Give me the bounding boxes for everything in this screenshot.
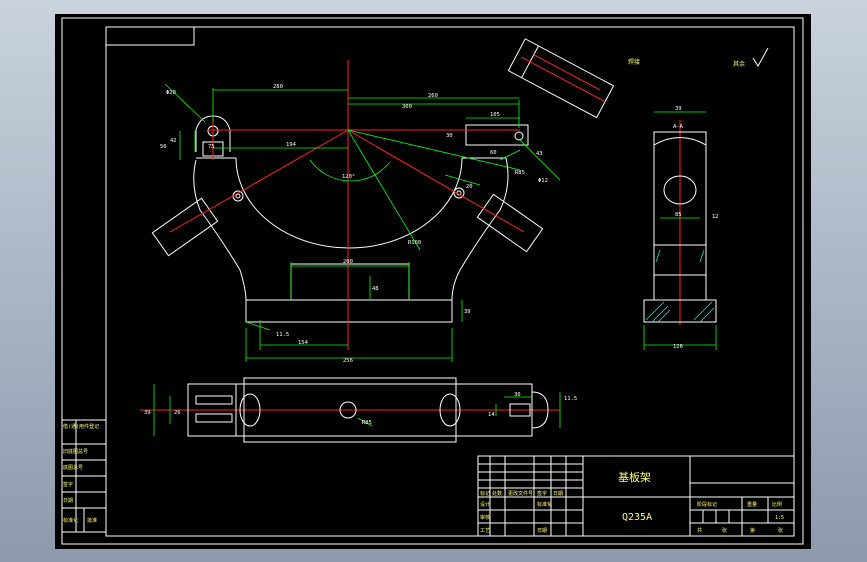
tb-header-count: 处数 (492, 490, 502, 497)
left-col-label-7: 批准 (87, 517, 97, 524)
dim-r85: R85 (515, 170, 525, 176)
inner-frame (105, 26, 795, 537)
weld-detail (507, 38, 615, 119)
outer-frame (61, 17, 804, 545)
tb-header-doc: 更改文件号 (508, 490, 533, 497)
dim-194: 194 (286, 142, 297, 148)
left-col-label-6: 标准化 (63, 517, 78, 524)
dim-plan-11: 11.5 (564, 396, 577, 402)
dim-200: 200 (343, 259, 353, 265)
tb-sheet-unit2: 张 (778, 527, 783, 534)
dim-260: 260 (428, 93, 438, 99)
dim-120deg: 120° (342, 174, 355, 180)
left-column-table (61, 419, 107, 533)
tb-stage-mark: 阶段标记 (697, 501, 717, 508)
dim-r160: R160 (408, 240, 421, 246)
dim-43: 43 (536, 151, 543, 157)
dim-plan-14: 14 (488, 412, 495, 418)
tb-sheet-total: 共 (697, 527, 702, 534)
tb-row-design: 设计 (480, 501, 490, 508)
left-col-label-3: 底图总号 (63, 464, 83, 471)
dim-85: 85 (675, 212, 682, 218)
plan-view (153, 377, 561, 443)
surface-roughness-note: 其余 (733, 47, 769, 68)
code-box (105, 26, 195, 46)
dim-56: 56 (160, 144, 167, 150)
dim-12: 12 (712, 214, 719, 220)
left-col-label-5: 日期 (63, 498, 73, 504)
left-col-label-1: 借(通)用件登记 (63, 423, 99, 430)
dim-39: 39 (464, 309, 471, 315)
title-block (477, 455, 795, 537)
dim-105: 105 (490, 112, 500, 118)
tb-row-standard: 标准化 (537, 501, 552, 508)
dim-280: 280 (273, 84, 283, 90)
sheet-background (55, 14, 811, 549)
left-col-label-4: 签字 (63, 481, 73, 488)
dim-plan-26: 26 (174, 410, 181, 416)
tb-weight: 重量 (747, 501, 757, 508)
dim-300: 300 (402, 104, 412, 110)
dim-11: 11.5 (276, 332, 289, 338)
tb-row-review: 审核 (480, 514, 490, 521)
dim-plan-r85: R85 (362, 420, 372, 426)
tb-row-process: 工艺 (480, 528, 490, 534)
dim-20: 20 (466, 184, 473, 190)
tb-header-mark: 标记 (480, 490, 490, 497)
dim-75: 75 (208, 144, 215, 150)
dim-48: 48 (372, 286, 379, 292)
tb-sheet-unit1: 张 (722, 527, 727, 534)
dim-side-39: 39 (675, 106, 682, 112)
dim-60: 60 (490, 150, 497, 156)
dim-42: 42 (170, 138, 177, 144)
dim-plan-39: 39 (144, 410, 151, 416)
material-label: Q235A (622, 512, 652, 523)
dim-plan-30: 30 (514, 392, 521, 398)
drawing-title: 基板架 (618, 470, 651, 484)
tb-sheet-no: 第 (750, 527, 755, 534)
dim-126: 126 (673, 344, 683, 350)
tb-scale-label: 比例 (772, 501, 782, 508)
side-view (643, 111, 717, 350)
dim-154: 154 (298, 340, 309, 346)
dim-phi12: Φ12 (538, 178, 548, 184)
centerlines (140, 60, 681, 411)
section-label: A-A (673, 124, 684, 130)
dimension-lines (164, 83, 561, 362)
left-col-label-2: 旧底图总号 (63, 448, 88, 455)
tb-scale-value: 1:5 (775, 515, 784, 521)
tb-row-date: 日期 (537, 528, 547, 534)
svg-text:其余: 其余 (733, 60, 745, 68)
dim-30: 30 (446, 133, 453, 139)
dim-256: 256 (343, 358, 353, 364)
tb-header-date: 日期 (553, 491, 563, 497)
tb-header-sign: 签字 (537, 490, 547, 497)
dim-phi20: Φ20 (166, 90, 176, 96)
weld-label: 焊接 (628, 58, 640, 66)
